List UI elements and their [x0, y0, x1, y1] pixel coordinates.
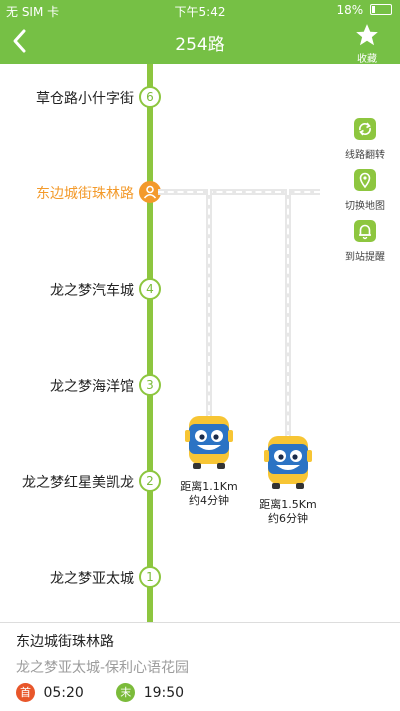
- bus-icon: [264, 436, 312, 489]
- bus-2[interactable]: [262, 434, 314, 496]
- route-info-panel: 东边城街珠林路 龙之梦亚太城-保利心语花园 首 05:20 末 19:50: [0, 622, 400, 711]
- bus-track-horizontal: [158, 189, 320, 195]
- battery-label: 18%: [336, 3, 364, 17]
- arrival-alert-button[interactable]: 到站提醒: [340, 220, 390, 263]
- service-times: 首 05:20 末 19:50: [16, 683, 184, 702]
- chevron-left-icon: [13, 29, 26, 53]
- stop-3[interactable]: 龙之梦海洋馆 3: [0, 374, 400, 396]
- stop-index: 6: [139, 86, 161, 108]
- bus-icon: [185, 416, 233, 469]
- bus-1-info: 距离1.1Km 约4分钟: [164, 480, 254, 508]
- bell-icon: [354, 220, 376, 242]
- bus-distance: 距离1.5Km: [259, 498, 317, 511]
- favorite-label: 收藏: [357, 54, 377, 65]
- tool-label: 到站提醒: [345, 252, 385, 263]
- back-button[interactable]: [8, 26, 32, 56]
- app-header: 无 SIM 卡 下午5:42 18% 254路 收藏: [0, 0, 400, 65]
- carrier-label: 无 SIM 卡: [6, 5, 60, 19]
- user-location-icon: [139, 181, 161, 203]
- favorite-button[interactable]: 收藏: [352, 22, 382, 65]
- status-bar: 无 SIM 卡 下午5:42 18%: [0, 0, 400, 20]
- reverse-route-button[interactable]: 线路翻转: [340, 118, 390, 161]
- current-stop-name: 东边城街珠林路: [16, 634, 114, 650]
- stop-name: 龙之梦红星美凯龙: [22, 475, 134, 491]
- side-toolbar: 线路翻转 切换地图 到站提醒: [340, 118, 390, 271]
- stop-4[interactable]: 龙之梦汽车城 4: [0, 278, 400, 300]
- stop-name: 东边城街珠林路: [36, 186, 134, 202]
- bus-eta: 约6分钟: [268, 512, 308, 525]
- stop-name: 龙之梦汽车城: [50, 283, 134, 299]
- stop-name: 草仓路小什字街: [36, 91, 134, 107]
- clock: 下午5:42: [174, 5, 226, 19]
- bus-eta: 约4分钟: [189, 494, 229, 507]
- first-bus-badge: 首: [16, 683, 35, 702]
- swap-icon: [354, 118, 376, 140]
- stop-index: 2: [139, 470, 161, 492]
- stop-2[interactable]: 龙之梦红星美凯龙 2: [0, 470, 400, 492]
- tool-label: 切换地图: [345, 201, 385, 212]
- stop-current[interactable]: 东边城街珠林路: [0, 181, 400, 203]
- first-bus-time: 05:20: [43, 684, 84, 701]
- bus-distance: 距离1.1Km: [180, 480, 238, 493]
- bus-1[interactable]: [183, 414, 235, 476]
- last-bus-time: 19:50: [143, 684, 185, 701]
- route-line: [147, 64, 153, 622]
- battery-icon: [370, 4, 392, 15]
- stop-index: 4: [139, 278, 161, 300]
- stop-index: 1: [139, 566, 161, 588]
- stop-1[interactable]: 龙之梦亚太城 1: [0, 566, 400, 588]
- bus-2-info: 距离1.5Km 约6分钟: [243, 498, 333, 526]
- map-pin-icon: [354, 169, 376, 191]
- stop-name: 龙之梦亚太城: [50, 571, 134, 587]
- battery-status: 18%: [336, 3, 392, 17]
- last-bus-badge: 末: [116, 683, 136, 702]
- bus-track-2: [285, 189, 291, 441]
- tool-label: 线路翻转: [345, 150, 385, 161]
- page-title: 254路: [175, 35, 225, 55]
- star-icon: [356, 24, 378, 46]
- switch-map-button[interactable]: 切换地图: [340, 169, 390, 212]
- bus-track-1: [206, 189, 212, 421]
- route-endpoints: 龙之梦亚太城-保利心语花园: [16, 660, 190, 676]
- stop-6[interactable]: 草仓路小什字街 6: [0, 86, 400, 108]
- stop-index: 3: [139, 374, 161, 396]
- stop-name: 龙之梦海洋馆: [50, 379, 134, 395]
